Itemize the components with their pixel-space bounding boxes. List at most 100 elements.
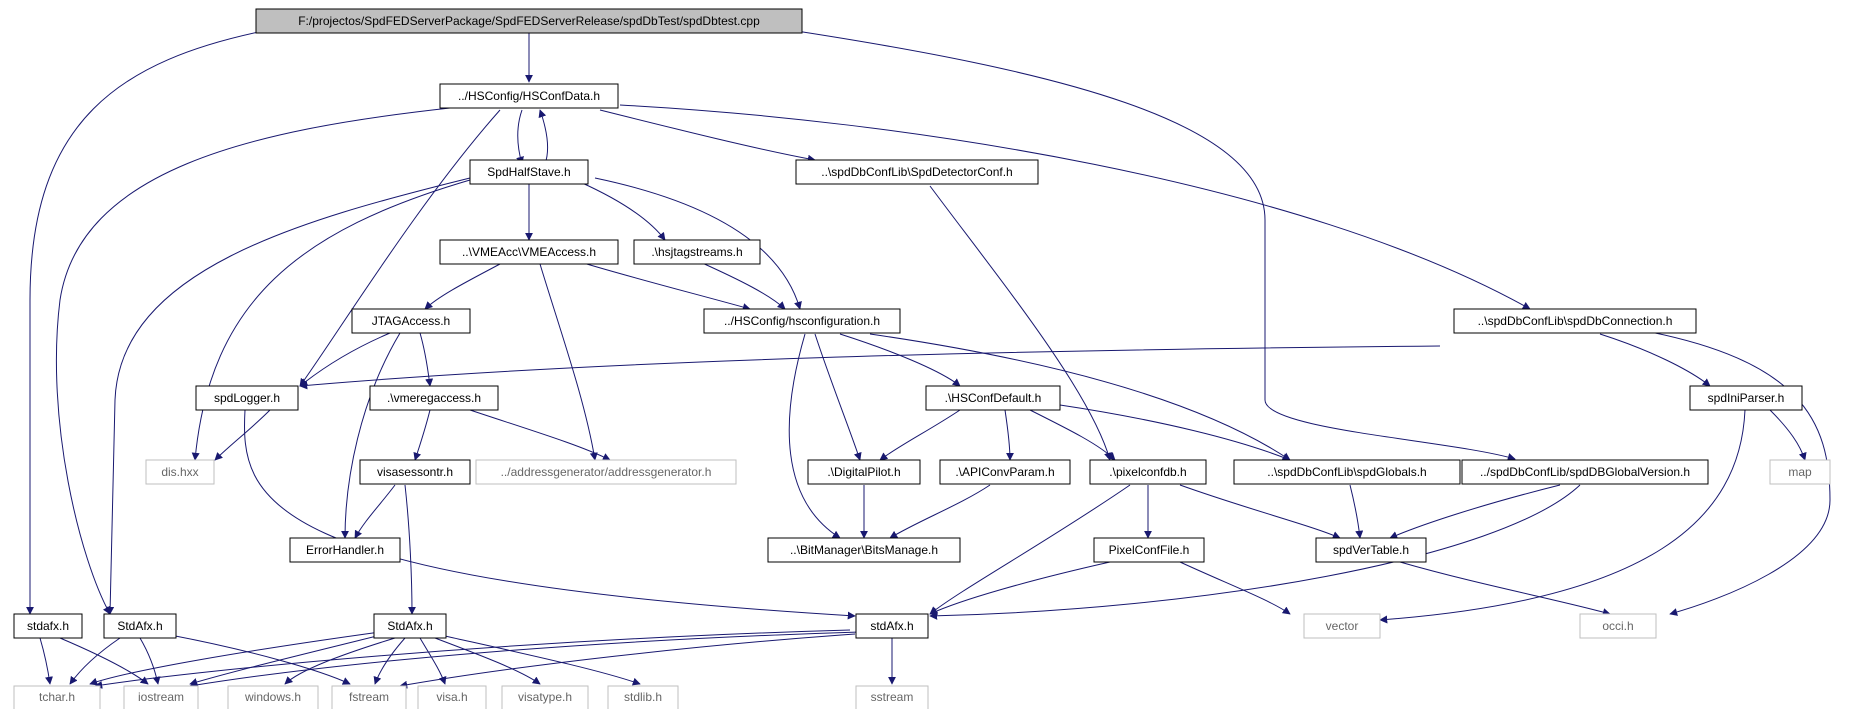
edge-stdafx-mid-to-stdlib xyxy=(444,635,641,686)
svg-text:tchar.h: tchar.h xyxy=(39,690,75,704)
node-stdafx-mid[interactable]: StdAfx.h xyxy=(373,613,447,639)
svg-text:../HSConfig/hsconfiguration.h: ../HSConfig/hsconfiguration.h xyxy=(724,314,880,328)
svg-text:.\vmeregaccess.h: .\vmeregaccess.h xyxy=(387,391,481,405)
svg-text:spdIniParser.h: spdIniParser.h xyxy=(1708,391,1785,405)
node-bitsmanage[interactable]: ..\BitManager\BitsManage.h xyxy=(767,537,961,563)
svg-text:PixelConfFile.h: PixelConfFile.h xyxy=(1109,543,1190,557)
edge-jtagaccess-to-spdlogger xyxy=(299,332,391,387)
edge-stdafx-mid-to-fstream xyxy=(373,637,406,685)
svg-text:../HSConfig/HSConfData.h: ../HSConfig/HSConfData.h xyxy=(458,89,600,103)
node-spddetectorconf[interactable]: ..\spdDbConfLib\SpdDetectorConf.h xyxy=(795,159,1039,185)
node-pixelconffile[interactable]: PixelConfFile.h xyxy=(1093,537,1205,563)
svg-text:F:/projectos/SpdFEDServerPacka: F:/projectos/SpdFEDServerPackage/SpdFEDS… xyxy=(298,14,760,28)
edge-stdafx-center-to-tchar xyxy=(94,629,851,689)
node-dis-hxx[interactable]: dis.hxx xyxy=(145,459,215,485)
edge-hsconfdefault-to-apiconvparam xyxy=(1004,409,1014,461)
node-vector[interactable]: vector xyxy=(1303,613,1381,639)
edge-hsconfiguration-to-hsconfdefault xyxy=(839,333,961,387)
edge-stdafx-mid-to-tchar xyxy=(89,631,381,686)
node-digitalpilot[interactable]: .\DigitalPilot.h xyxy=(807,459,921,485)
edge-spdhalfstave-to-stdafx-left xyxy=(106,177,471,615)
svg-text:map: map xyxy=(1788,465,1812,479)
edge-stdafx-mid-to-iostream xyxy=(189,633,386,686)
svg-text:iostream: iostream xyxy=(138,690,184,704)
edge-hsconfiguration-to-bitsmanage xyxy=(788,333,841,539)
node-hsconfiguration[interactable]: ../HSConfig/hsconfiguration.h xyxy=(703,308,901,334)
node-vmeregaccess[interactable]: .\vmeregaccess.h xyxy=(369,385,499,411)
edge-hsconfdata-to-spddetectorconf xyxy=(599,109,816,163)
node-hsjtagstreams[interactable]: .\hsjtagstreams.h xyxy=(633,239,761,265)
edge-stdafx-left-to-iostream xyxy=(139,637,161,685)
node-visatype[interactable]: visatype.h xyxy=(501,685,589,709)
svg-text:JTAGAccess.h: JTAGAccess.h xyxy=(372,314,450,328)
node-hsconfdata[interactable]: ../HSConfig/HSConfData.h xyxy=(439,83,619,109)
svg-text:.\hsjtagstreams.h: .\hsjtagstreams.h xyxy=(651,245,742,259)
svg-text:stdafx.h: stdafx.h xyxy=(27,619,69,633)
node-stdafx-left[interactable]: StdAfx.h xyxy=(103,613,177,639)
node-apiconvparam[interactable]: .\APIConvParam.h xyxy=(939,459,1071,485)
node-map[interactable]: map xyxy=(1769,459,1831,485)
node-fstream[interactable]: fstream xyxy=(331,685,407,709)
edge-spdglobals-to-spdvertable xyxy=(1349,484,1364,539)
node-tchar[interactable]: tchar.h xyxy=(13,685,101,709)
node-spdlogger[interactable]: spdLogger.h xyxy=(195,385,299,411)
node-stdafx-center[interactable]: stdAfx.h xyxy=(855,613,929,639)
node-visa[interactable]: visa.h xyxy=(417,685,487,709)
edge-stdafx-center-to-iostream xyxy=(189,631,861,689)
edge-spdlogger-to-stdafx-center xyxy=(244,409,856,620)
edge-spddbconnection-to-occi xyxy=(1639,329,1831,616)
node-stdafx-lower[interactable]: stdafx.h xyxy=(13,613,83,639)
edge-vmeregaccess-to-addressgenerator xyxy=(469,409,611,461)
node-spdiniparser[interactable]: spdIniParser.h xyxy=(1689,385,1803,411)
edge-vmeaccess-to-hsconfiguration xyxy=(579,261,751,311)
node-iostream[interactable]: iostream xyxy=(123,685,199,709)
node-root-spddbtest-cpp[interactable]: F:/projectos/SpdFEDServerPackage/SpdFEDS… xyxy=(255,8,803,34)
svg-text:dis.hxx: dis.hxx xyxy=(161,465,198,479)
svg-text:../addressgenerator/addressgen: ../addressgenerator/addressgenerator.h xyxy=(501,465,712,479)
node-spdhalfstave[interactable]: SpdHalfStave.h xyxy=(469,159,589,185)
edge-vmeaccess-to-jtagaccess xyxy=(424,263,501,310)
node-visasessontr[interactable]: visasessontr.h xyxy=(359,459,471,485)
node-hsconfdefault[interactable]: .\HSConfDefault.h xyxy=(925,385,1061,411)
node-windows[interactable]: windows.h xyxy=(227,685,319,709)
node-stdlib[interactable]: stdlib.h xyxy=(607,685,679,709)
edge-stdafx-mid-to-windows xyxy=(284,637,396,685)
edge-spdlogger-to-dishxx xyxy=(214,409,271,461)
svg-text:occi.h: occi.h xyxy=(1602,619,1633,633)
node-spddbconnection[interactable]: ..\spdDbConfLib\spdDbConnection.h xyxy=(1453,308,1697,334)
edge-hsconfdefault-to-digitalpilot xyxy=(879,409,961,461)
edge-stdafx-left-to-tchar xyxy=(69,637,121,685)
svg-text:.\APIConvParam.h: .\APIConvParam.h xyxy=(955,465,1054,479)
node-spdglobals[interactable]: ..\spdDbConfLib\spdGlobals.h xyxy=(1233,459,1461,485)
svg-text:..\spdDbConfLib\spdDbConnectio: ..\spdDbConfLib\spdDbConnection.h xyxy=(1478,314,1673,328)
svg-text:.\DigitalPilot.h: .\DigitalPilot.h xyxy=(827,465,900,479)
edge-spdvertable-to-occi xyxy=(1399,561,1611,616)
edge-hsconfdata-to-spddbconnection xyxy=(619,104,1531,310)
svg-text:../spdDbConfLib/spdDBGlobalVer: ../spdDbConfLib/spdDBGlobalVersion.h xyxy=(1480,465,1690,479)
svg-text:visasessontr.h: visasessontr.h xyxy=(377,465,453,479)
svg-text:..\VMEAcc\VMEAccess.h: ..\VMEAcc\VMEAccess.h xyxy=(462,245,596,259)
node-sstream[interactable]: sstream xyxy=(855,685,929,709)
edge-spddbglobalversion-to-spdvertable xyxy=(1389,484,1561,539)
svg-text:..\BitManager\BitsManage.h: ..\BitManager\BitsManage.h xyxy=(790,543,938,557)
node-errorhandler[interactable]: ErrorHandler.h xyxy=(289,537,401,563)
edge-visasessontr-to-stdafx-mid xyxy=(404,484,416,615)
edge-hsconfiguration-to-digitalpilot xyxy=(814,333,862,461)
edge-spdhalfstave-to-hsconfiguration xyxy=(594,177,802,310)
edge-pixelconffile-to-stdafx-center xyxy=(929,561,1111,615)
node-vmeaccess[interactable]: ..\VMEAcc\VMEAccess.h xyxy=(439,239,619,265)
node-spdvertable[interactable]: spdVerTable.h xyxy=(1315,537,1427,563)
edge-spdiniparser-to-vector xyxy=(1379,409,1746,624)
node-pixelconfdb[interactable]: .\pixelconfdb.h xyxy=(1089,459,1207,485)
svg-text:..\spdDbConfLib\SpdDetectorCon: ..\spdDbConfLib\SpdDetectorConf.h xyxy=(821,165,1012,179)
edge-stdafx-mid-to-visatype xyxy=(434,637,541,685)
node-jtagaccess[interactable]: JTAGAccess.h xyxy=(351,308,471,334)
node-occi[interactable]: occi.h xyxy=(1579,613,1657,639)
edge-hsconfdefault-to-spdglobals xyxy=(1059,404,1291,462)
svg-text:fstream: fstream xyxy=(349,690,389,704)
edge-pixelconfdb-to-spdvertable xyxy=(1179,484,1341,539)
node-spddbglobalversion[interactable]: ../spdDbConfLib/spdDBGlobalVersion.h xyxy=(1461,459,1709,485)
node-addressgenerator[interactable]: ../addressgenerator/addressgenerator.h xyxy=(475,459,737,485)
edge-visasessontr-to-errorhandler xyxy=(354,484,396,539)
